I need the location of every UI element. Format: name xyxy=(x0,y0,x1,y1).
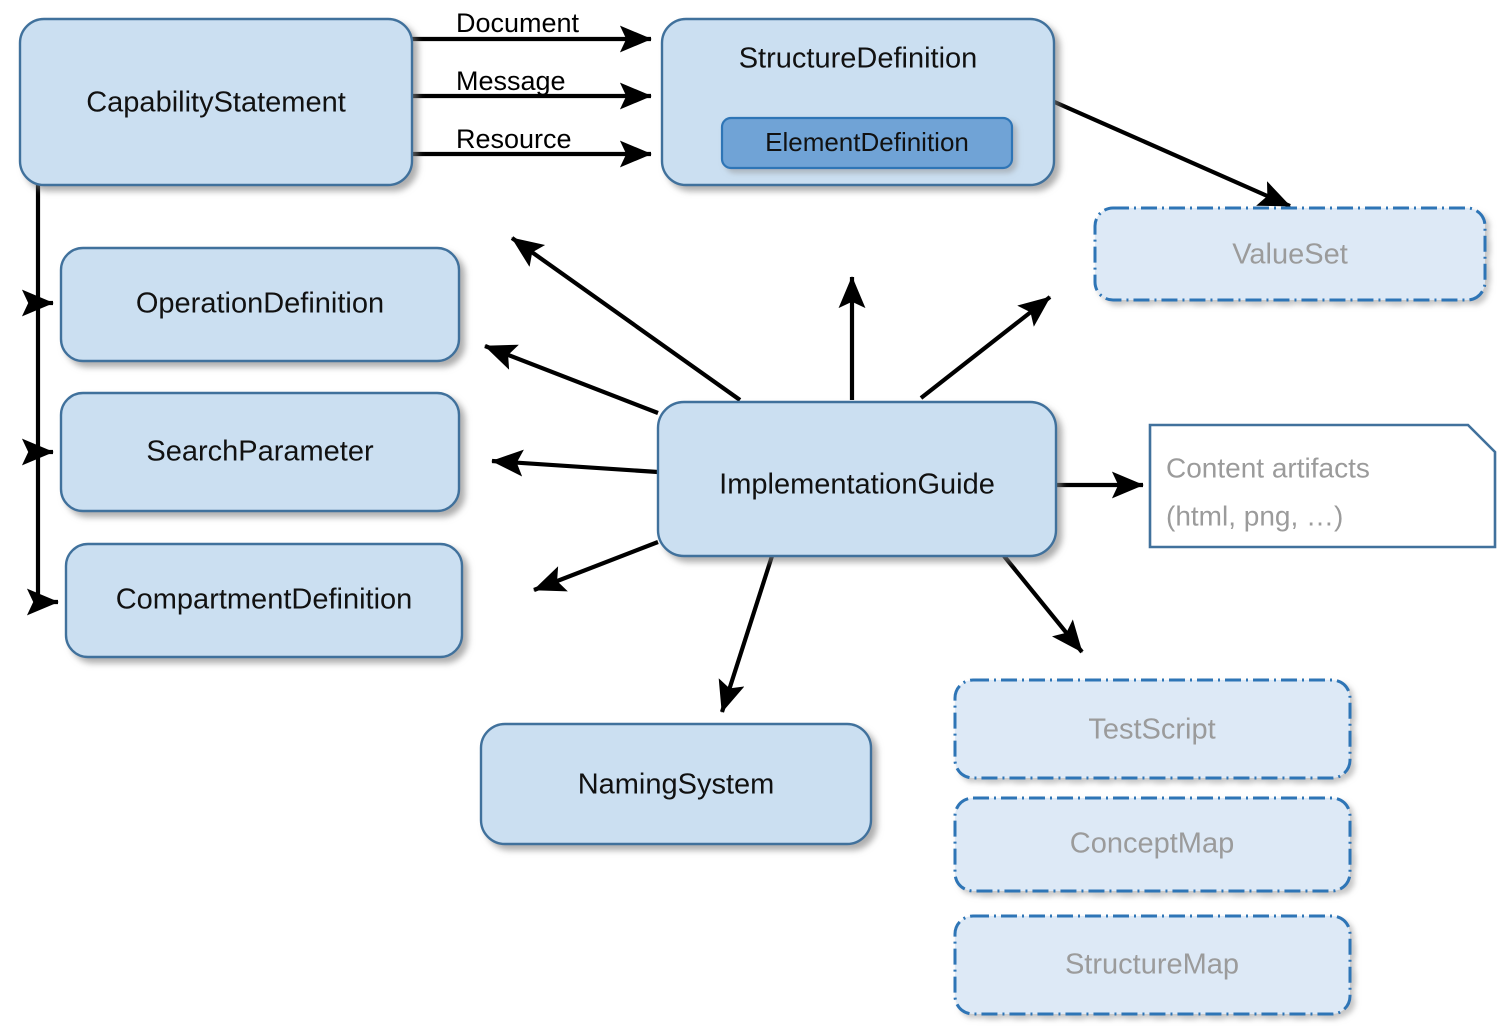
node-compartment-definition-shape[interactable] xyxy=(64,542,464,659)
node-test-script-label: TestScript xyxy=(1088,714,1215,746)
edge-implementationguide-structuredefinition xyxy=(510,236,742,402)
node-capability-statement-label: CapabilityStatement xyxy=(86,87,346,119)
node-concept-map-shape[interactable] xyxy=(953,796,1352,893)
node-compartment-definition[interactable]: CompartmentDefinition xyxy=(64,542,464,659)
node-structure-definition-label: StructureDefinition xyxy=(739,43,978,75)
node-naming-system-shape[interactable] xyxy=(479,722,873,846)
node-test-script[interactable]: TestScript xyxy=(953,678,1352,780)
edge-label-message: Message xyxy=(456,66,566,96)
node-naming-system-label: NamingSystem xyxy=(578,769,775,801)
node-element-definition-label: ElementDefinition xyxy=(765,127,969,157)
node-element-definition[interactable]: ElementDefinition xyxy=(720,116,1014,170)
node-operation-definition-shape[interactable] xyxy=(59,246,461,363)
node-element-definition-shape[interactable] xyxy=(720,116,1014,170)
node-implementation-guide-shape[interactable] xyxy=(656,400,1058,558)
node-content-artifacts-label-line1: Content artifacts xyxy=(1166,452,1370,483)
node-implementation-guide-label: ImplementationGuide xyxy=(719,469,995,501)
node-content-artifacts[interactable]: Content artifacts (html, png, …) xyxy=(1148,423,1497,549)
node-naming-system[interactable]: NamingSystem xyxy=(479,722,873,846)
edge-implementationguide-compartmentdefinition xyxy=(533,540,659,592)
node-concept-map-label: ConceptMap xyxy=(1070,828,1234,860)
node-value-set-label: ValueSet xyxy=(1232,239,1348,271)
edge-label-resource: Resource xyxy=(456,124,572,154)
node-implementation-guide[interactable]: ImplementationGuide xyxy=(656,400,1058,558)
node-capability-statement-shape[interactable] xyxy=(18,17,414,187)
node-structure-map[interactable]: StructureMap xyxy=(953,914,1352,1016)
node-content-artifacts-shape[interactable] xyxy=(1148,423,1497,549)
edge-structuredefinition-valueset xyxy=(1049,98,1291,208)
node-search-parameter-shape[interactable] xyxy=(59,391,461,513)
node-search-parameter[interactable]: SearchParameter xyxy=(59,391,461,513)
node-operation-definition-label: OperationDefinition xyxy=(136,288,384,320)
node-value-set-shape[interactable] xyxy=(1093,206,1487,302)
edge-implementationguide-testscript xyxy=(1002,554,1084,654)
edge-implementationguide-valueset xyxy=(919,295,1052,400)
node-value-set[interactable]: ValueSet xyxy=(1093,206,1487,302)
node-content-artifacts-label-line2: (html, png, …) xyxy=(1166,500,1343,531)
edge-implementationguide-operationdefinition xyxy=(484,344,659,415)
node-compartment-definition-label: CompartmentDefinition xyxy=(116,584,413,616)
edge-implementationguide-searchparameter xyxy=(491,449,659,477)
node-structure-map-shape[interactable] xyxy=(953,914,1352,1016)
node-structure-map-label: StructureMap xyxy=(1065,949,1239,981)
edge-label-document: Document xyxy=(456,8,580,38)
node-search-parameter-label: SearchParameter xyxy=(146,436,374,468)
node-test-script-shape[interactable] xyxy=(953,678,1352,780)
node-concept-map[interactable]: ConceptMap xyxy=(953,796,1352,893)
node-operation-definition[interactable]: OperationDefinition xyxy=(59,246,461,363)
node-capability-statement[interactable]: CapabilityStatement xyxy=(18,17,414,187)
edge-implementationguide-namingsystem xyxy=(718,555,774,713)
